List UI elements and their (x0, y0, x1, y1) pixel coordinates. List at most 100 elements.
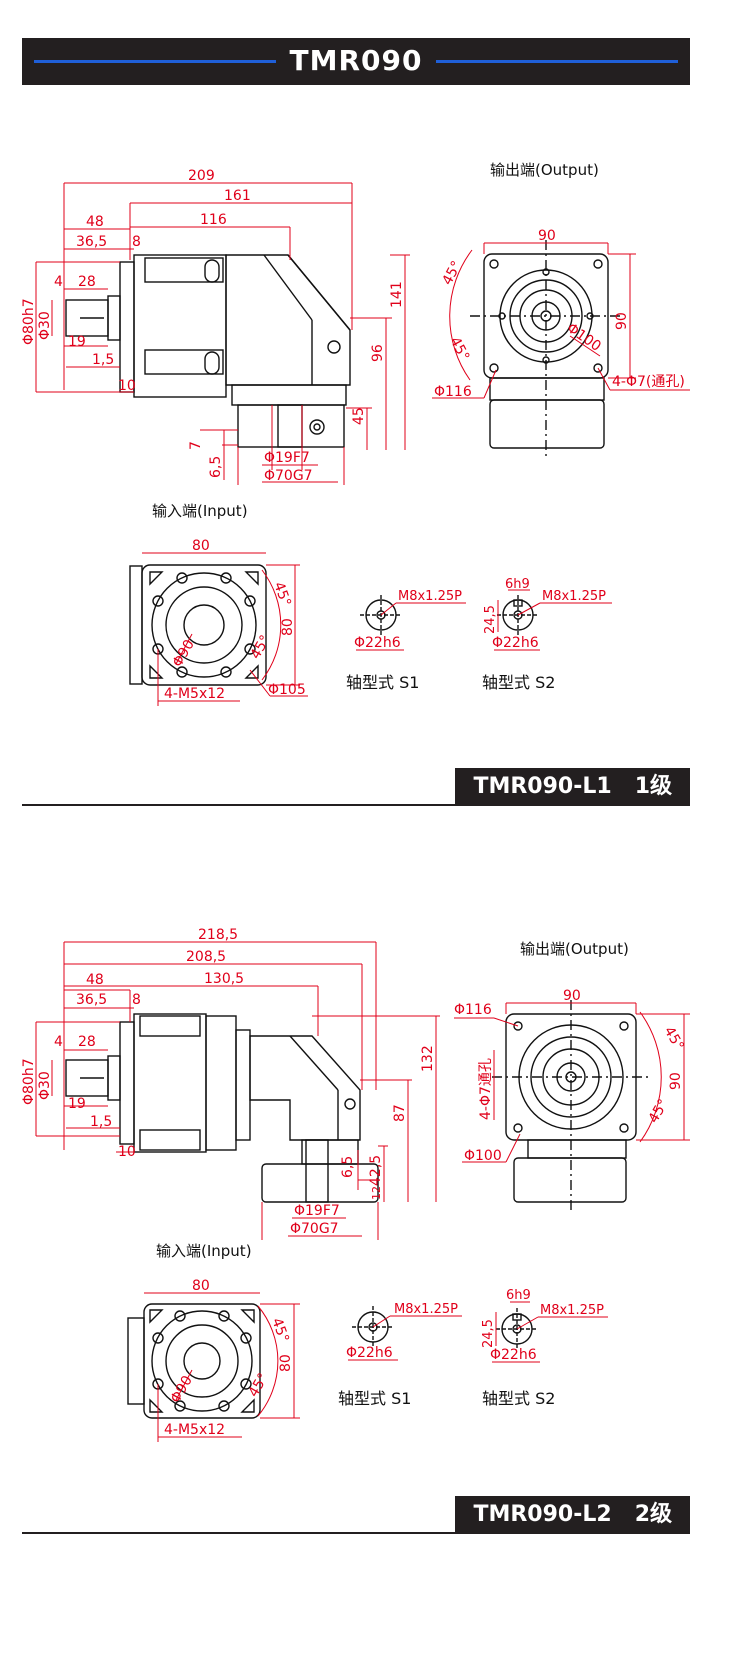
dim-6-5-b: 6,5 (340, 1156, 356, 1178)
in-w80: 80 (192, 538, 210, 554)
s2-caption: 轴型式 S2 (482, 673, 555, 692)
s1b-thread: M8x1.25P (394, 1302, 458, 1317)
in2-h80: 80 (278, 1354, 294, 1372)
drawing-l2: 218,5 208,5 130,5 48 36,5 8 4 28 19 1,5 … (21, 927, 690, 1442)
dim-dia70-b: Φ70G7 (290, 1221, 339, 1237)
dim-7: 7 (188, 441, 204, 450)
out-dia100: Φ100 (564, 320, 604, 355)
model-label-l2: TMR090-L2 (473, 1502, 612, 1527)
dim-161: 161 (224, 188, 251, 204)
dim-48-b: 48 (86, 972, 104, 988)
out-h90: 90 (614, 312, 630, 330)
in-dia105: Φ105 (268, 682, 306, 698)
section-rule-l1 (22, 804, 690, 806)
dim-dia80: Φ80h7 (21, 298, 37, 345)
input-dims-lines-l1 (142, 552, 308, 706)
dim-4: 4 (54, 274, 63, 290)
input-caption-l2: 输入端(Input) (156, 1242, 252, 1260)
output-caption-l1: 输出端(Output) (490, 161, 599, 179)
side-view-l2 (65, 1013, 379, 1203)
in2-w80: 80 (192, 1278, 210, 1294)
side-dims-lines-l2 (35, 941, 440, 1240)
drawing-l1: 209 161 116 48 36,5 8 4 28 19 1,5 10 Φ80… (21, 161, 690, 706)
in-h80: 80 (280, 618, 296, 636)
section-label-l1: TMR090-L1 1级 (455, 768, 690, 806)
in2-dia90: Φ90 (168, 1373, 196, 1406)
dim-19: 19 (68, 334, 86, 350)
in2-holes: 4-M5x12 (164, 1422, 225, 1438)
input-dims-lines-l2 (144, 1292, 300, 1442)
dim-141: 141 (389, 281, 405, 308)
dim-dia30-b: Φ30 (37, 1071, 53, 1100)
dim-48: 48 (86, 214, 104, 230)
dim-10-b: 10 (118, 1144, 136, 1160)
out2-h90: 90 (668, 1072, 684, 1090)
dim-130-5: 130,5 (204, 971, 244, 987)
dim-dia80-b: Φ80h7 (21, 1058, 37, 1105)
dim-8-b: 8 (132, 992, 141, 1008)
shaft-s2-l1: 6h9 24,5 M8x1.25P Φ22h6 轴型式 S2 (482, 577, 612, 692)
out-45a: 45° (439, 258, 465, 287)
section-label-l2: TMR090-L2 2级 (455, 1496, 690, 1534)
dim-96: 96 (370, 344, 386, 362)
s1-dia: Φ22h6 (354, 635, 401, 651)
dim-6-5: 6,5 (208, 456, 224, 478)
header-bar: TMR090 (22, 38, 690, 85)
output-caption-l2: 输出端(Output) (520, 940, 629, 958)
in2-45a: 45° (268, 1316, 292, 1345)
input-caption-l1: 输入端(Input) (152, 502, 248, 520)
input-dims-text-l2: 80 80 45° 45° Φ90 4-M5x12 (164, 1278, 294, 1438)
dim-87: 87 (392, 1104, 408, 1122)
out2-dia116: Φ116 (454, 1002, 492, 1018)
s2b-depth: 24,5 (481, 1319, 496, 1348)
input-view-l1 (129, 564, 267, 686)
dim-dia70: Φ70G7 (264, 468, 313, 484)
dim-36-5: 36,5 (76, 234, 107, 250)
in-holes: 4-M5x12 (164, 686, 225, 702)
dim-dia19: Φ19F7 (264, 450, 310, 466)
dim-8: 8 (132, 234, 141, 250)
dim-209: 209 (188, 168, 215, 184)
header-line-left (34, 60, 290, 63)
s2b-dia: Φ22h6 (490, 1347, 537, 1363)
side-dims-text-l1: 209 161 116 48 36,5 8 4 28 19 1,5 10 Φ80… (21, 168, 405, 484)
output-dims-lines-l2 (454, 1002, 690, 1163)
out2-holes: 4-Φ7通孔 (478, 1058, 494, 1120)
dim-10: 10 (118, 378, 136, 394)
header-line-right (422, 60, 678, 63)
side-dims-lines-l1 (35, 182, 410, 485)
s2b-caption: 轴型式 S2 (482, 1389, 555, 1408)
output-view-l1 (470, 240, 620, 460)
output-view-l2 (492, 1000, 650, 1210)
out-dia116: Φ116 (434, 384, 472, 400)
dim-dia30: Φ30 (37, 311, 53, 340)
dim-116: 116 (200, 212, 227, 228)
s2b-thread: M8x1.25P (540, 1303, 604, 1318)
s1-caption: 轴型式 S1 (346, 673, 419, 692)
input-view-l2 (127, 1303, 261, 1419)
out2-dia100: Φ100 (464, 1148, 502, 1164)
out-holes: 4-Φ7(通孔) (612, 374, 685, 390)
side-dims-text-l2: 218,5 208,5 130,5 48 36,5 8 4 28 19 1,5 … (21, 927, 436, 1237)
shaft-s1-l2: M8x1.25P Φ22h6 轴型式 S1 (338, 1302, 462, 1408)
dim-1-5: 1,5 (92, 352, 114, 368)
out-w90: 90 (538, 228, 556, 244)
in-45a: 45° (270, 580, 294, 609)
dim-218-5: 218,5 (198, 927, 238, 943)
dim-4-b: 4 (54, 1034, 63, 1050)
dim-19-b: 19 (68, 1096, 86, 1112)
s2-thread: M8x1.25P (542, 589, 606, 604)
s1b-caption: 轴型式 S1 (338, 1389, 411, 1408)
stage-label-l1: 1级 (634, 774, 672, 799)
shaft-s2-l2: 6h9 24,5 M8x1.25P Φ22h6 轴型式 S2 (481, 1288, 608, 1408)
section-rule-l2 (22, 1532, 690, 1534)
s2-key: 6h9 (505, 577, 530, 592)
out2-45a: 45° (661, 1024, 687, 1054)
dim-28-b: 28 (78, 1034, 96, 1050)
dim-132: 132 (420, 1045, 436, 1072)
dim-dia19-b: Φ19F7 (294, 1203, 340, 1219)
stage-label-l2: 2级 (634, 1502, 672, 1527)
s2b-key: 6h9 (506, 1288, 531, 1303)
dim-36-5-b: 36,5 (76, 992, 107, 1008)
dim-28: 28 (78, 274, 96, 290)
